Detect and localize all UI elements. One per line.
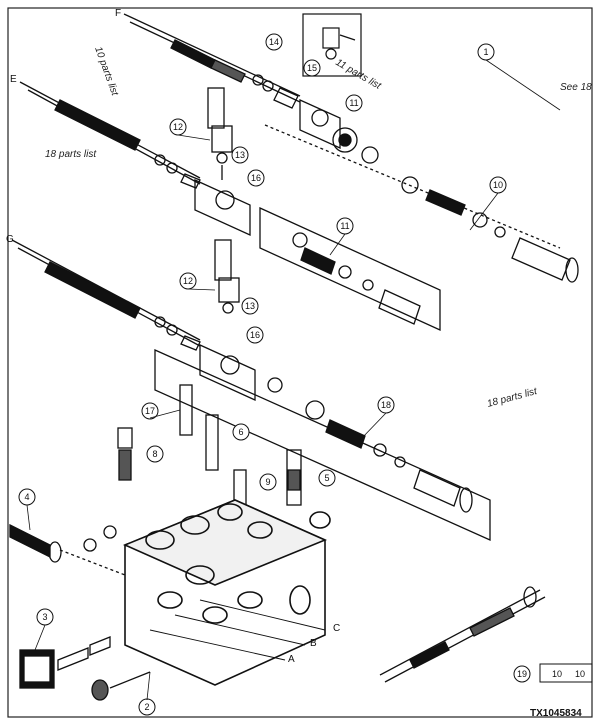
callout-16a: 16 (251, 173, 261, 183)
callout-12a: 12 (173, 122, 183, 132)
callout-13a: 13 (235, 150, 245, 160)
note-see-18: See 18 (560, 82, 592, 93)
port-letter-b: B (310, 638, 317, 649)
callout-1: 1 (483, 47, 488, 57)
figure-code: TX1045834 (530, 708, 582, 719)
port-letter-a: A (288, 654, 295, 665)
main-valve-body (122, 499, 331, 686)
spool-letter-f: F (115, 8, 121, 19)
ref-box (539, 663, 593, 683)
callout-10: 10 (493, 180, 503, 190)
callout-6: 6 (238, 427, 243, 437)
left-fitting (9, 523, 126, 576)
diagram-frame (7, 7, 593, 718)
callout-11b: 11 (340, 221, 349, 231)
spool-letter-e: E (10, 74, 17, 85)
callout-5: 5 (324, 473, 329, 483)
relief-valve-10 (401, 176, 579, 283)
callout-4: 4 (24, 492, 29, 502)
relief-valve-12a (207, 87, 233, 180)
spool-letter-g: G (6, 234, 14, 245)
port-letter-c: C (333, 623, 340, 634)
callout-13b: 13 (245, 301, 255, 311)
callout-14: 14 (269, 37, 279, 47)
callout-19: 19 (517, 669, 527, 679)
valve-section-middle (194, 178, 441, 332)
callout-11: 11 (349, 98, 358, 108)
note-18-parts: 18 parts list (45, 149, 97, 160)
callout-17: 17 (145, 406, 155, 416)
note-10-parts: 10 parts list (92, 45, 120, 98)
note-18-parts-right: 18 parts list (486, 386, 539, 410)
callout-9: 9 (265, 477, 270, 487)
valve-section-lower (154, 343, 491, 542)
port-leaders (149, 599, 326, 661)
relief-valve-12b (214, 239, 240, 314)
callout-12b: 12 (183, 276, 193, 286)
check-valve-box (302, 13, 362, 77)
ref-box-left: 10 (552, 669, 562, 679)
spool-e-assembly (19, 81, 201, 189)
callout-18: 18 (381, 400, 391, 410)
spool-f-assembly (123, 13, 301, 109)
callout-15: 15 (307, 63, 317, 73)
callout-leaders (26, 59, 561, 701)
callout-8: 8 (152, 449, 157, 459)
callout-3: 3 (42, 612, 47, 622)
callout-2: 2 (144, 702, 149, 712)
note-11-parts: 11 parts list (334, 57, 384, 92)
bottom-left-solenoid (19, 636, 151, 701)
callout-labels: 1 14 15 11 12 13 16 10 11 12 13 16 18 17… (24, 37, 527, 712)
callout-16b: 16 (250, 330, 260, 340)
bottom-right-spool (379, 586, 546, 683)
ref-box-right: 10 (575, 669, 585, 679)
check-valve-part (322, 27, 356, 60)
callouts (18, 33, 531, 716)
cartridge-set (117, 384, 302, 511)
valve-section-top (264, 98, 561, 249)
spool-g-assembly (11, 239, 201, 351)
